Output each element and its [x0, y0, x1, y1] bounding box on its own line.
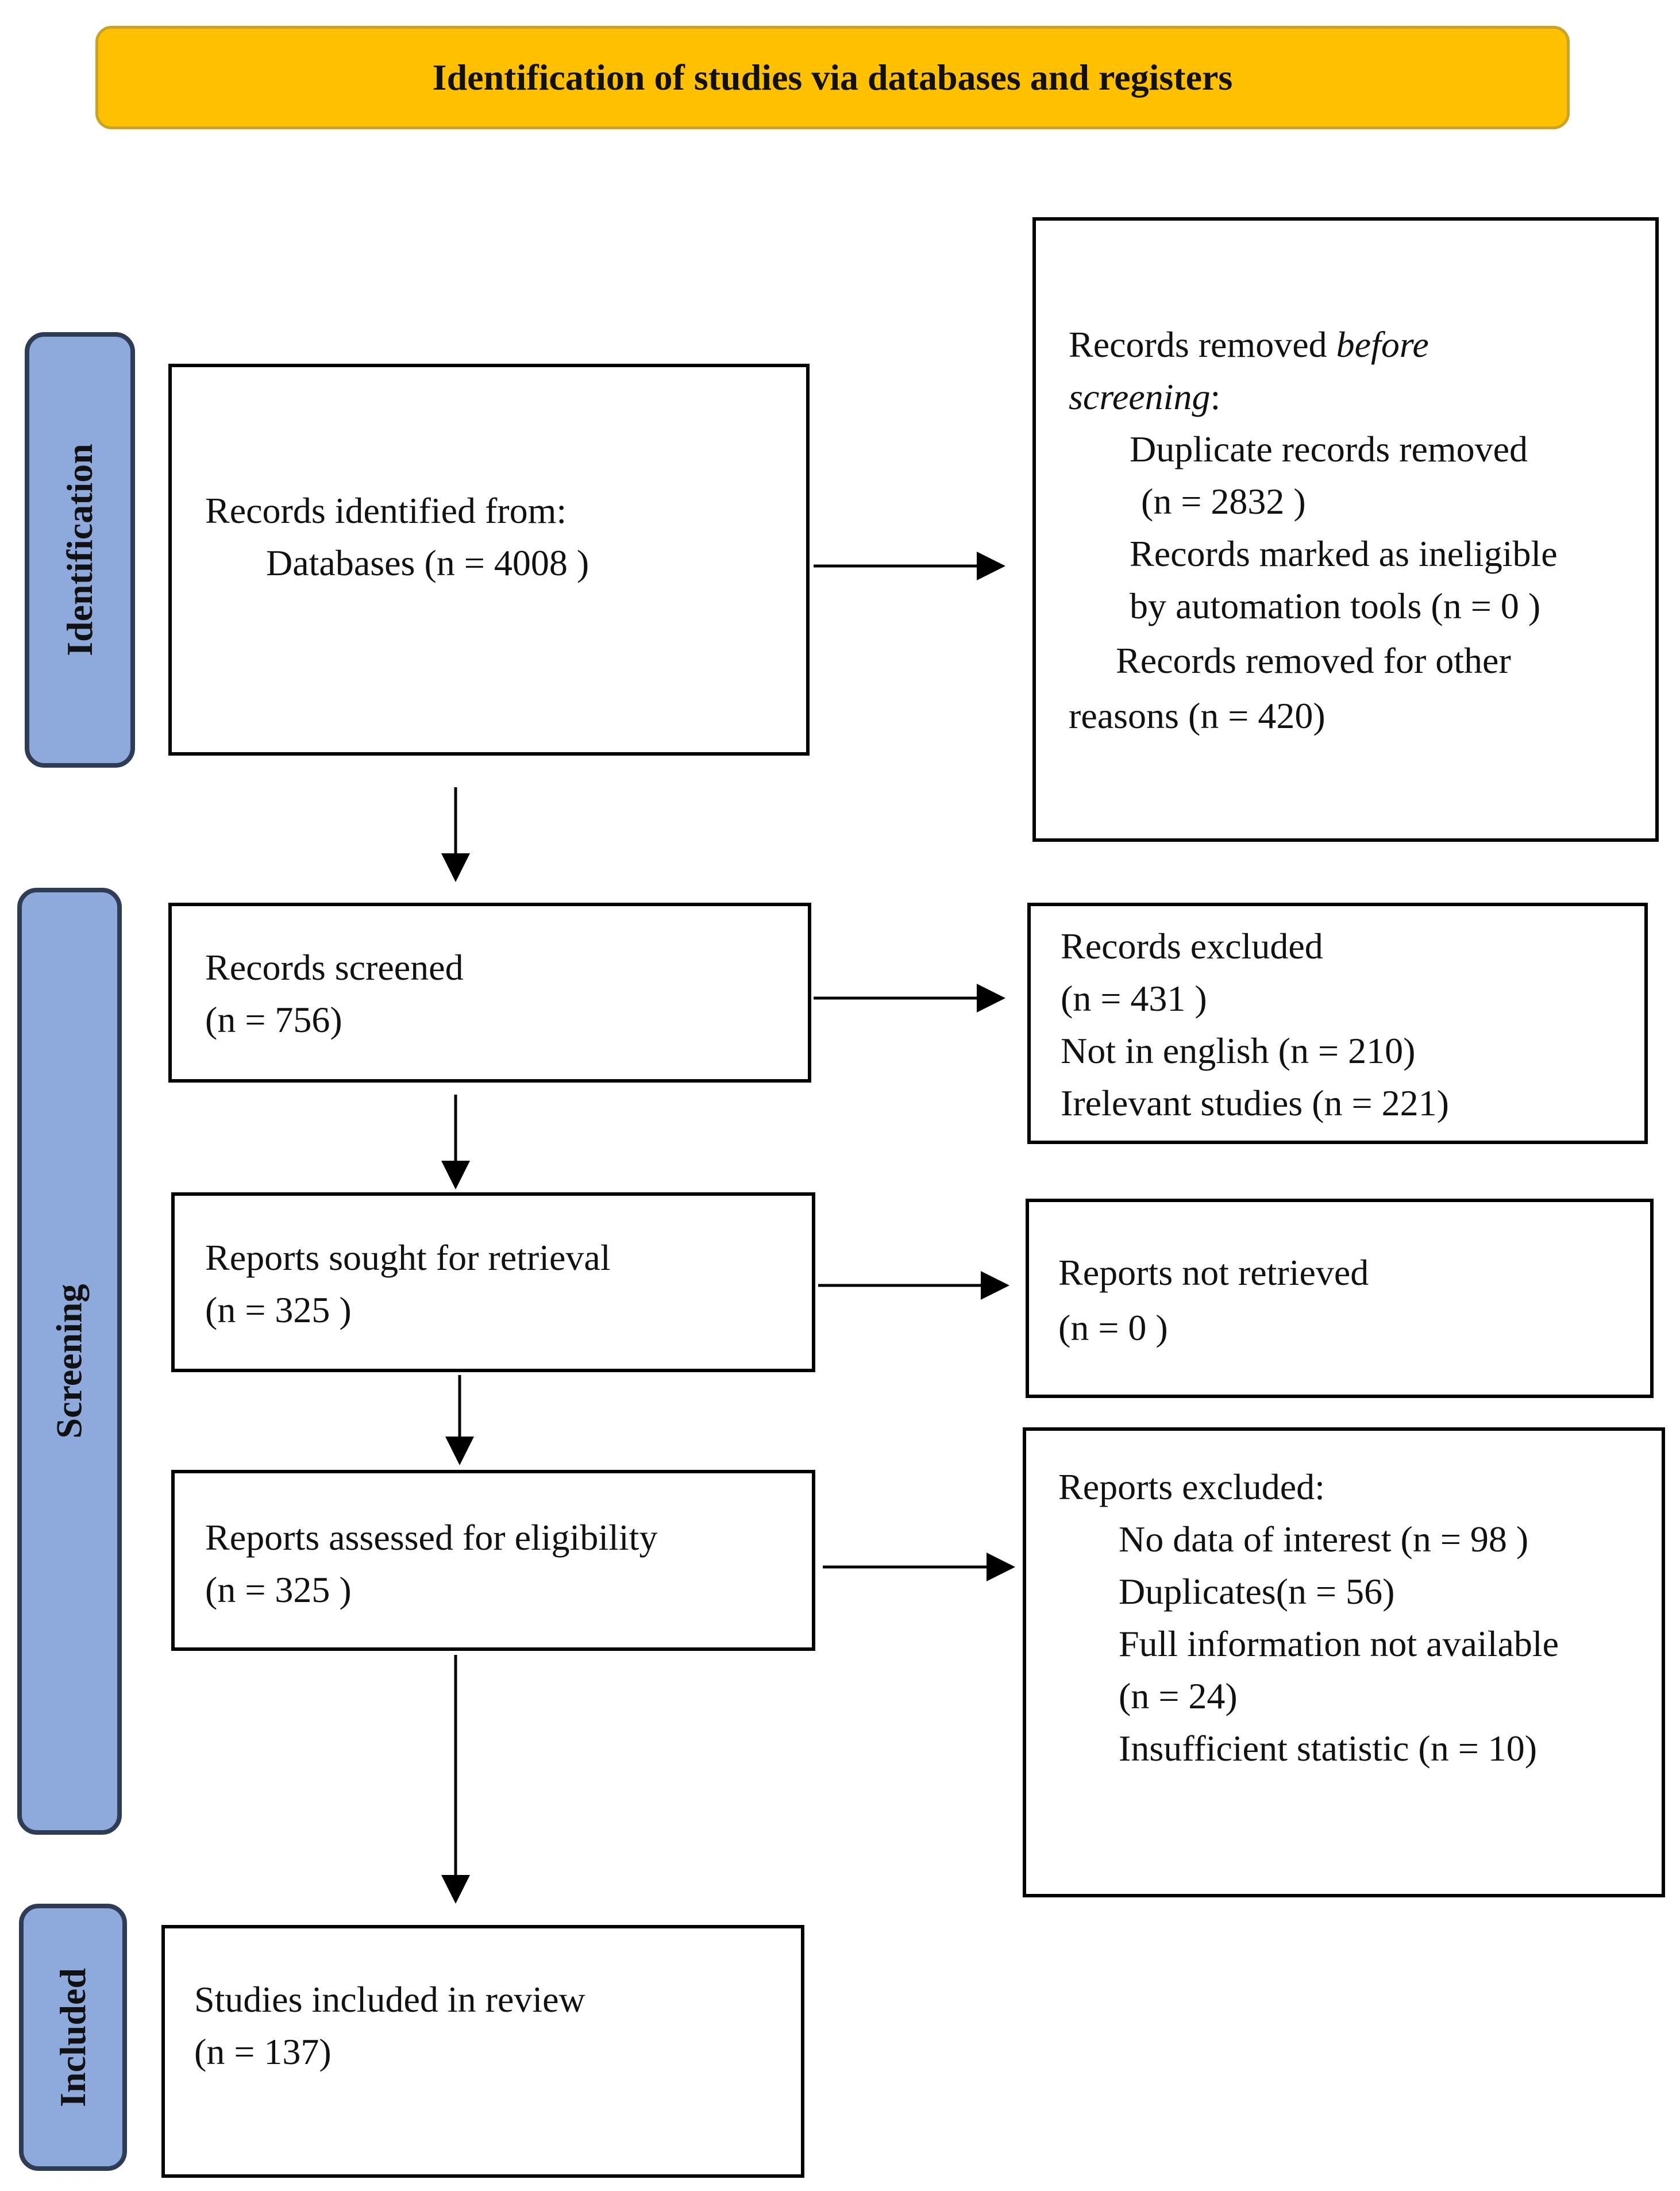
other-reasons-count: reasons (n = 420)	[1069, 695, 1325, 736]
studies-included-box	[161, 1925, 804, 2178]
header-title: Identification of studies via databases …	[432, 57, 1233, 98]
records-identified-line2: Databases (n = 4008 )	[266, 542, 589, 583]
reports-assessed-line1: Reports assessed for eligibility	[205, 1517, 658, 1558]
duplicate-records-count: (n = 2832 )	[1141, 481, 1306, 522]
other-reasons-line: Records removed for other	[1116, 640, 1511, 681]
ineligible-records-line: Records marked as ineligible	[1130, 533, 1558, 574]
reports-not-retrieved-line2: (n = 0 )	[1058, 1307, 1168, 1348]
records-screened-line2: (n = 756)	[205, 999, 342, 1040]
reports-excluded-box	[1023, 1427, 1665, 1897]
records-screened-line1: Records screened	[205, 947, 464, 988]
reports-excluded-line2: No data of interest (n = 98 )	[1119, 1519, 1529, 1560]
automation-tools-line: by automation tools (n = 0 )	[1130, 586, 1541, 626]
header-banner: Identification of studies via databases …	[95, 26, 1570, 129]
reports-not-retrieved-line1: Reports not retrieved	[1058, 1252, 1369, 1293]
reports-sought-line1: Reports sought for retrieval	[205, 1237, 611, 1278]
records-removed-line1: Records removed before	[1069, 324, 1429, 365]
records-identified-line1: Records identified from:	[205, 490, 567, 531]
studies-included-line1: Studies included in review	[194, 1979, 585, 2020]
reports-excluded-line1: Reports excluded:	[1058, 1466, 1325, 1507]
reports-sought-line2: (n = 325 )	[205, 1289, 352, 1330]
studies-included-line2: (n = 137)	[194, 2031, 332, 2072]
reports-not-retrieved-box	[1026, 1199, 1654, 1398]
reports-assessed-box	[171, 1470, 815, 1651]
records-excluded-line3: Not in english (n = 210)	[1061, 1030, 1416, 1071]
phase-screening: Screening	[17, 888, 122, 1835]
duplicate-records-line: Duplicate records removed	[1130, 429, 1528, 469]
reports-sought-box	[171, 1192, 815, 1372]
reports-assessed-line2: (n = 325 )	[205, 1569, 352, 1610]
records-removed-box	[1032, 217, 1659, 842]
records-excluded-line2: (n = 431 )	[1061, 978, 1207, 1019]
reports-excluded-line6: Insufficient statistic (n = 10)	[1119, 1728, 1538, 1769]
reports-excluded-line5: (n = 24)	[1119, 1676, 1238, 1716]
phase-included: Included	[19, 1904, 127, 2171]
records-screened-box	[168, 903, 811, 1083]
records-excluded-box	[1027, 903, 1648, 1144]
records-excluded-line4: Irelevant studies (n = 221)	[1061, 1083, 1449, 1123]
records-excluded-line1: Records excluded	[1061, 926, 1323, 966]
records-removed-line2: screening:	[1069, 376, 1221, 417]
records-identified-box	[168, 364, 810, 756]
reports-excluded-line3: Duplicates(n = 56)	[1119, 1571, 1395, 1612]
reports-excluded-line4: Full information not available	[1119, 1623, 1559, 1664]
phase-identification: Identification	[25, 332, 135, 768]
